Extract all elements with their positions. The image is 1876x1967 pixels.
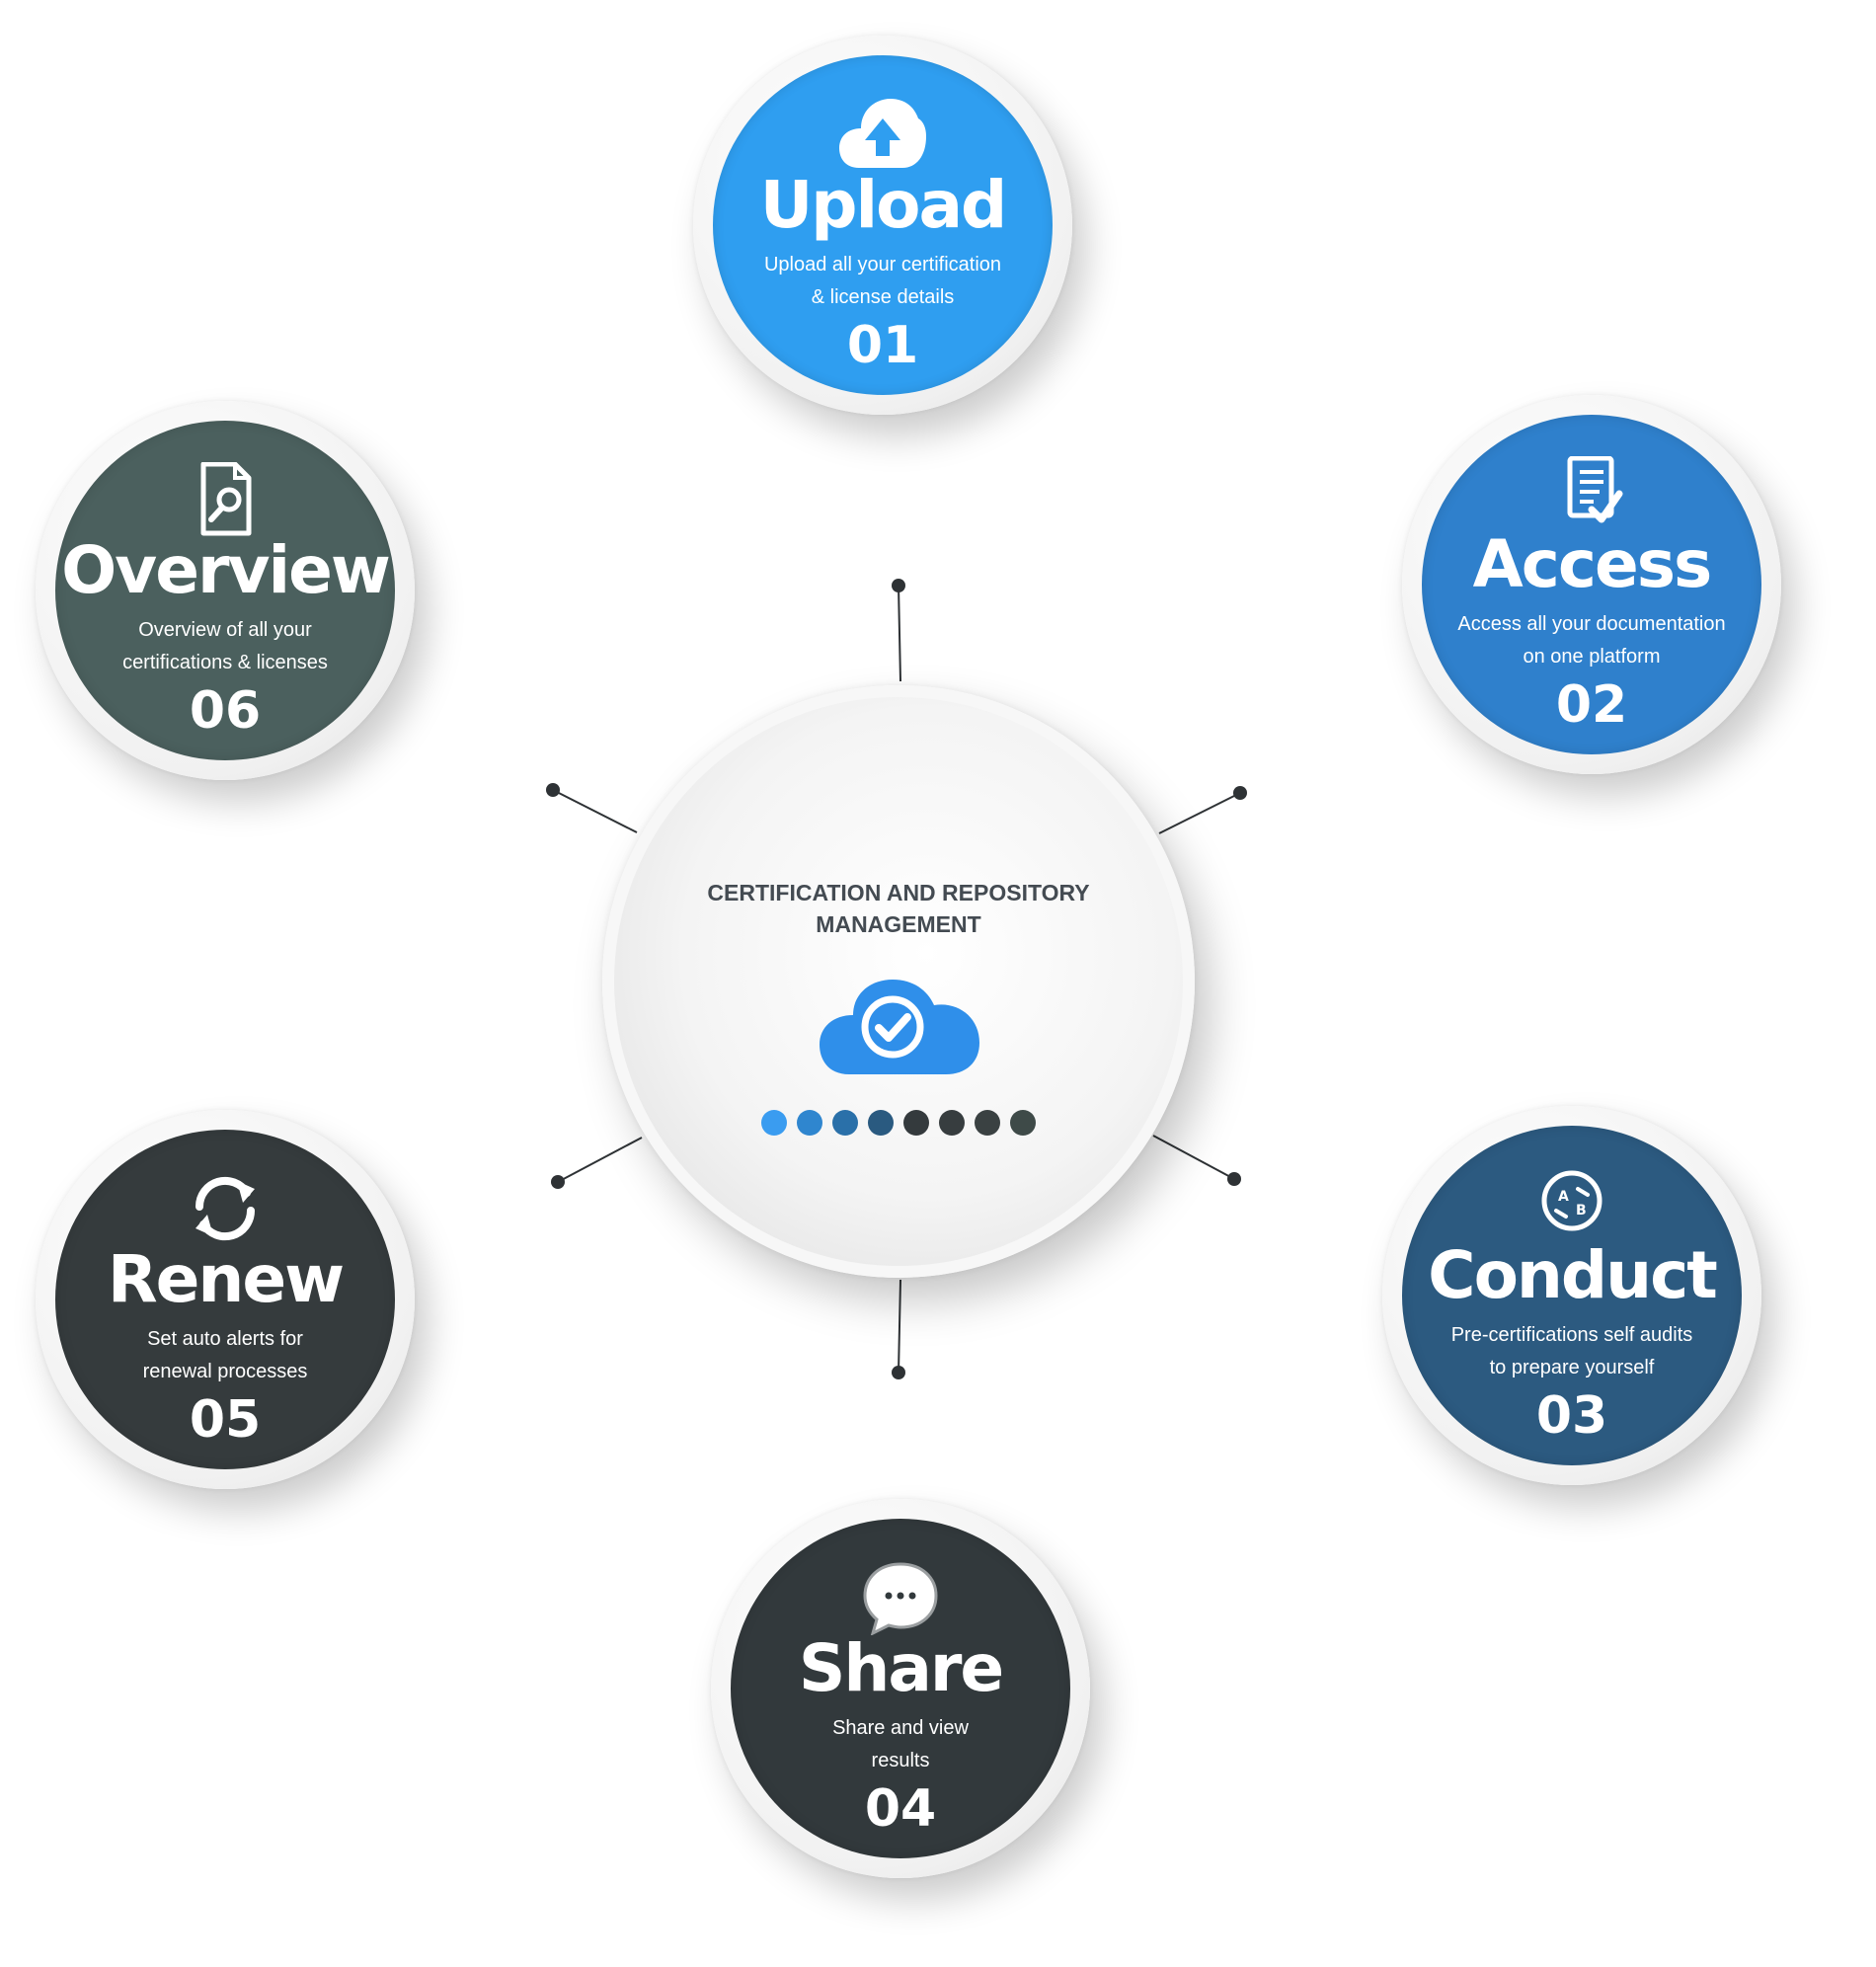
step-conduct-disc: A B Conduct Pre-certifications self audi… xyxy=(1402,1126,1742,1465)
center-title: CERTIFICATION AND REPOSITORY MANAGEMENT xyxy=(707,880,1090,937)
chat-bubble-icon xyxy=(863,1562,938,1635)
step-renew-desc-line1: Set auto alerts for xyxy=(147,1328,303,1350)
connector-upper-left xyxy=(552,789,638,833)
progress-dot xyxy=(797,1110,822,1136)
progress-dot xyxy=(903,1110,929,1136)
center-hub: CERTIFICATION AND REPOSITORY MANAGEMENT xyxy=(602,685,1195,1278)
connector-dot-upper-left xyxy=(546,783,560,797)
step-overview-desc-line2: certifications & licenses xyxy=(122,652,328,673)
refresh-icon xyxy=(195,1176,256,1241)
step-share-number: 04 xyxy=(864,1779,937,1839)
step-upload: Upload Upload all your certification & l… xyxy=(693,36,1072,415)
step-access-title: Access xyxy=(1472,526,1713,602)
step-upload-desc-line2: & license details xyxy=(811,286,955,308)
progress-dot xyxy=(975,1110,1000,1136)
step-upload-desc-line1: Upload all your certification xyxy=(763,254,1002,275)
connector-dot-lower-left xyxy=(551,1175,565,1189)
step-access-desc-line2: on one platform xyxy=(1523,646,1661,668)
step-access-number: 02 xyxy=(1555,675,1628,735)
step-access: Access Access all your documentation on … xyxy=(1402,395,1781,774)
step-share-title: Share xyxy=(798,1630,1004,1706)
step-upload-number: 01 xyxy=(846,316,919,375)
step-renew-desc-line2: renewal processes xyxy=(142,1361,308,1382)
step-conduct-desc-line2: to prepare yourself xyxy=(1489,1357,1655,1378)
step-share: Share Share and view results 04 xyxy=(711,1499,1090,1878)
progress-dot xyxy=(832,1110,858,1136)
step-overview: Overview Overview of all your certificat… xyxy=(36,401,415,780)
cloud-check-icon xyxy=(820,980,979,1074)
step-renew: Renew Set auto alerts for renewal proces… xyxy=(36,1110,415,1489)
step-overview-title: Overview xyxy=(61,532,391,608)
step-share-desc-line2: results xyxy=(871,1750,930,1771)
progress-dot xyxy=(939,1110,965,1136)
connector-dot-bottom xyxy=(892,1366,905,1379)
progress-dot xyxy=(1010,1110,1036,1136)
connector-top xyxy=(898,585,901,682)
document-search-icon xyxy=(200,462,252,536)
step-upload-disc: Upload Upload all your certification & l… xyxy=(713,55,1053,395)
step-conduct-title: Conduct xyxy=(1428,1237,1718,1313)
step-renew-description: Set auto alerts for renewal processes xyxy=(79,1323,371,1388)
cloud-upload-icon xyxy=(839,99,926,168)
progress-dot xyxy=(868,1110,894,1136)
step-access-description: Access all your documentation on one pla… xyxy=(1446,608,1738,673)
step-conduct: A B Conduct Pre-certifications self audi… xyxy=(1382,1106,1761,1485)
step-conduct-description: Pre-certifications self audits to prepar… xyxy=(1426,1319,1718,1384)
connector-lower-right xyxy=(1152,1135,1235,1180)
connector-upper-right xyxy=(1158,792,1241,834)
document-check-icon xyxy=(1567,456,1623,523)
step-access-desc-line1: Access all your documentation xyxy=(1457,613,1726,635)
connector-bottom xyxy=(898,1279,901,1374)
connector-dot-lower-right xyxy=(1227,1172,1241,1186)
svg-text:B: B xyxy=(1576,1203,1587,1219)
step-share-disc: Share Share and view results 04 xyxy=(731,1519,1070,1858)
step-share-description: Share and view results xyxy=(754,1712,1047,1777)
step-share-desc-line1: Share and view xyxy=(832,1717,969,1739)
ab-test-icon: A B xyxy=(1541,1170,1602,1231)
svg-text:A: A xyxy=(1558,1189,1569,1205)
progress-dot xyxy=(761,1110,787,1136)
step-overview-description: Overview of all your certifications & li… xyxy=(79,614,371,679)
step-renew-title: Renew xyxy=(107,1241,345,1317)
step-overview-desc-line1: Overview of all your xyxy=(138,619,312,641)
step-access-disc: Access Access all your documentation on … xyxy=(1422,415,1761,754)
step-upload-title: Upload xyxy=(759,167,1008,243)
step-renew-number: 05 xyxy=(189,1390,262,1450)
step-renew-disc: Renew Set auto alerts for renewal proces… xyxy=(55,1130,395,1469)
connector-dot-upper-right xyxy=(1233,786,1247,800)
step-overview-disc: Overview Overview of all your certificat… xyxy=(55,421,395,760)
progress-dots xyxy=(614,1110,1183,1136)
connector-dot-top xyxy=(892,579,905,592)
connector-lower-left xyxy=(557,1137,643,1183)
step-conduct-number: 03 xyxy=(1535,1386,1608,1446)
step-conduct-desc-line1: Pre-certifications self audits xyxy=(1450,1324,1693,1346)
step-overview-number: 06 xyxy=(189,681,262,741)
step-upload-description: Upload all your certification & license … xyxy=(737,249,1029,314)
